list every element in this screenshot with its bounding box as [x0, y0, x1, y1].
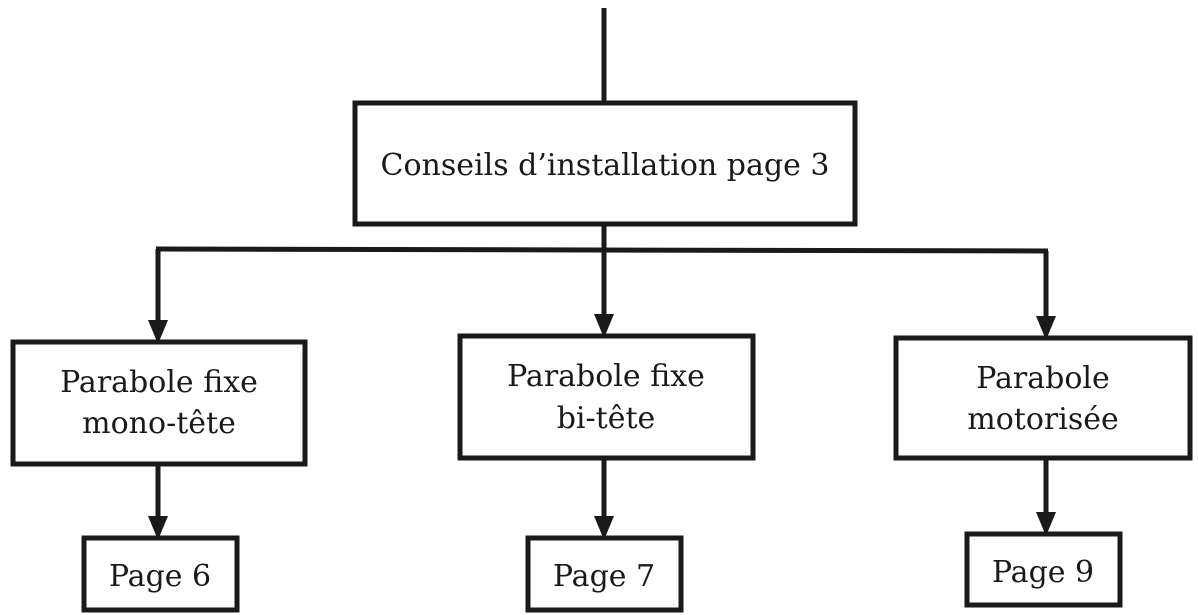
branch-1-arrowhead: [148, 320, 168, 344]
page-1-arrowhead: [148, 516, 168, 540]
branch-node-3: Parabole motorisée: [893, 335, 1193, 461]
branch-3-box: [893, 335, 1193, 461]
page-3-label: Page 9: [992, 555, 1094, 590]
branch-3-arrowhead: [1036, 316, 1056, 340]
page-node-2: Page 7: [525, 535, 684, 613]
branch-2-line-2: bi-tête: [557, 401, 656, 436]
branch-3-line-1: Parabole: [976, 361, 1110, 396]
root-label: Conseils d’installation page 3: [381, 148, 830, 183]
page-2-box: [525, 535, 684, 613]
page-node-1: Page 6: [81, 535, 240, 613]
branch-2-box: [457, 333, 756, 461]
branch-1-line-1: Parabole fixe: [60, 365, 258, 400]
page-2-label: Page 7: [553, 559, 655, 594]
branch-1-line-2: mono-tête: [82, 406, 236, 441]
branch-node-1: Parabole fixe mono-tête: [10, 339, 308, 467]
connectors: [148, 8, 1056, 540]
page-node-3: Page 9: [964, 531, 1123, 608]
branch-node-2: Parabole fixe bi-tête: [457, 333, 756, 461]
page-1-box: [81, 535, 240, 613]
root-box: [352, 100, 858, 227]
branch-2-arrowhead: [594, 314, 614, 338]
root-node: Conseils d’installation page 3: [352, 100, 858, 227]
branch-3-line-2: motorisée: [967, 402, 1118, 437]
branch-1-box: [10, 339, 308, 467]
page-2-arrowhead: [594, 516, 614, 540]
page-3-arrowhead: [1036, 512, 1056, 536]
page-1-label: Page 6: [109, 559, 211, 594]
page-3-box: [964, 531, 1123, 608]
branch-2-line-1: Parabole fixe: [507, 359, 705, 394]
